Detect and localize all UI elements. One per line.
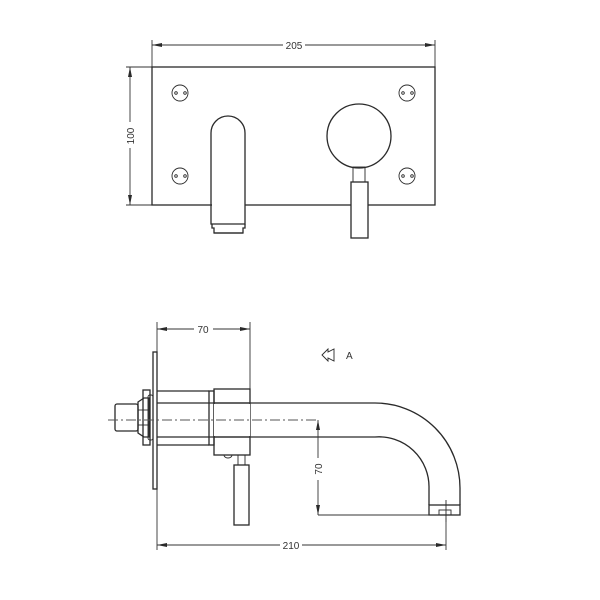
control-knob-front — [326, 103, 392, 239]
wall-plate — [151, 66, 436, 206]
dimension-drop-70 — [316, 420, 440, 516]
dimension-height-100 — [126, 66, 152, 206]
lever-handle-front — [350, 181, 369, 239]
mounting-screw-top-right — [398, 84, 416, 102]
wall-plate-side — [152, 351, 158, 490]
mounting-screw-bottom-right — [398, 167, 416, 185]
width-dimension-label: 205 — [286, 41, 303, 52]
dimension-width-205 — [151, 40, 436, 68]
spout-pipe — [157, 402, 461, 505]
mounting-screw-top-left — [171, 84, 189, 102]
aerator — [428, 500, 461, 522]
mounting-screw-bottom-left — [171, 167, 189, 185]
nut — [137, 397, 150, 438]
threaded-connector — [114, 403, 139, 432]
dimension-projection-210 — [157, 518, 447, 550]
depth-dimension-label: 70 — [197, 325, 209, 336]
view-marker-label: A — [346, 351, 353, 362]
projection-dimension-label: 210 — [283, 541, 300, 552]
lever-handle-side — [223, 454, 250, 526]
spout-outlet-front — [210, 115, 246, 234]
drop-dimension-label: 70 — [314, 463, 325, 475]
view-marker-a: A — [321, 347, 353, 363]
height-dimension-label: 100 — [126, 127, 137, 144]
